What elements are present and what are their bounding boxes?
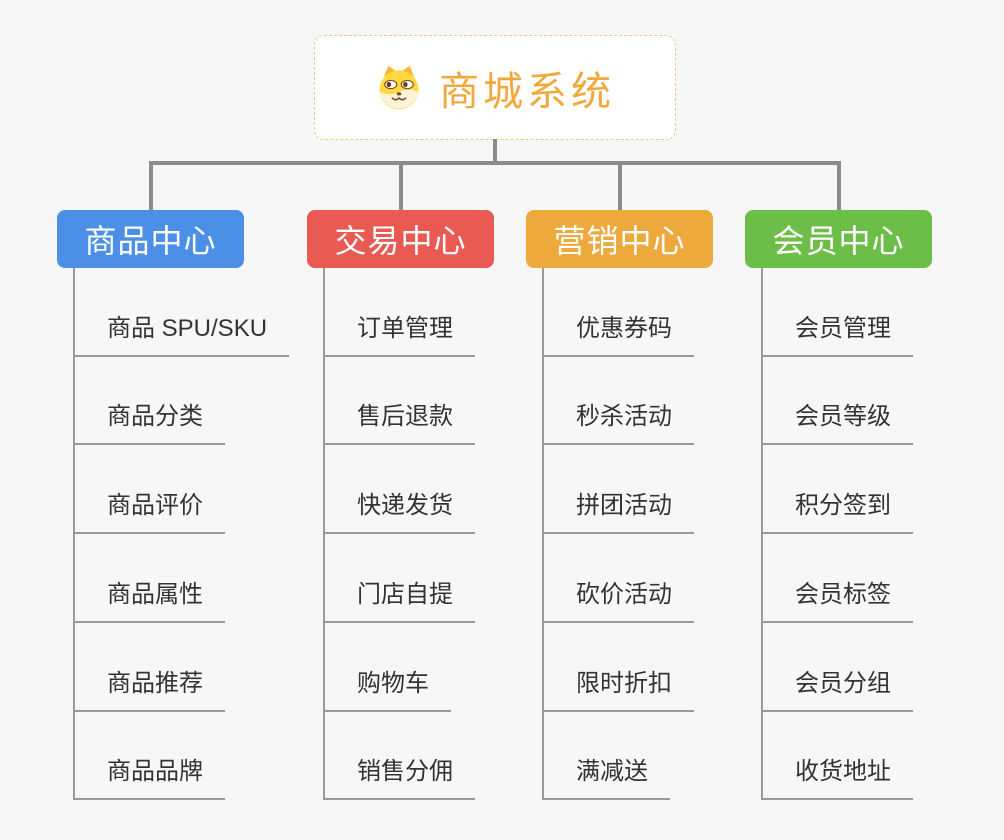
leaf-item[interactable]: 砍价活动 [542, 579, 694, 623]
leaf-item[interactable]: 商品分类 [73, 401, 225, 445]
root-title: 商城系统 [439, 69, 615, 114]
branch-header-member-center[interactable]: 会员中心 [745, 210, 932, 268]
leaf-item[interactable]: 会员管理 [761, 313, 913, 357]
trunk-line-member-center [761, 268, 763, 800]
leaf-item[interactable]: 商品属性 [73, 579, 225, 623]
branch-header-marketing-center[interactable]: 营销中心 [526, 210, 713, 268]
root-node[interactable]: 商城系统 [314, 35, 676, 140]
branch-label: 营销中心 [553, 223, 686, 259]
leaf-item[interactable]: 收货地址 [761, 756, 913, 800]
leaf-item[interactable]: 优惠券码 [542, 313, 694, 357]
leaf-item[interactable]: 秒杀活动 [542, 401, 694, 445]
shiba-dog-icon [379, 65, 419, 110]
leaf-item[interactable]: 会员标签 [761, 579, 913, 623]
leaf-item[interactable]: 商品推荐 [73, 668, 225, 712]
connector-horizontal [149, 161, 841, 165]
leaf-item[interactable]: 快递发货 [323, 490, 475, 534]
leaf-item[interactable]: 商品 SPU/SKU [73, 313, 290, 357]
leaf-item[interactable]: 拼团活动 [542, 490, 694, 534]
leaf-item[interactable]: 会员等级 [761, 401, 913, 445]
leaf-item[interactable]: 会员分组 [761, 668, 913, 712]
branch-header-trade-center[interactable]: 交易中心 [307, 210, 494, 268]
connector-drop-branch-4 [837, 161, 841, 210]
leaf-item[interactable]: 限时折扣 [542, 668, 694, 712]
connector-drop-branch-3 [618, 161, 622, 210]
leaf-item[interactable]: 商品品牌 [73, 756, 225, 800]
connector-drop-branch-1 [149, 161, 153, 210]
branch-label: 会员中心 [772, 223, 905, 259]
trunk-line-trade-center [323, 268, 325, 800]
trunk-line-product-center [73, 268, 75, 800]
leaf-item[interactable]: 购物车 [323, 668, 451, 712]
leaf-item[interactable]: 积分签到 [761, 490, 913, 534]
leaf-item[interactable]: 满减送 [542, 756, 670, 800]
trunk-line-marketing-center [542, 268, 544, 800]
leaf-item[interactable]: 门店自提 [323, 579, 475, 623]
leaf-item[interactable]: 售后退款 [323, 401, 475, 445]
branch-label: 商品中心 [84, 223, 217, 259]
connector-drop-branch-2 [399, 161, 403, 210]
leaf-item[interactable]: 商品评价 [73, 490, 225, 534]
branch-header-product-center[interactable]: 商品中心 [57, 210, 244, 268]
leaf-item[interactable]: 销售分佣 [323, 756, 475, 800]
connector-root-drop [493, 139, 497, 164]
branch-label: 交易中心 [334, 223, 467, 259]
leaf-item[interactable]: 订单管理 [323, 313, 475, 357]
